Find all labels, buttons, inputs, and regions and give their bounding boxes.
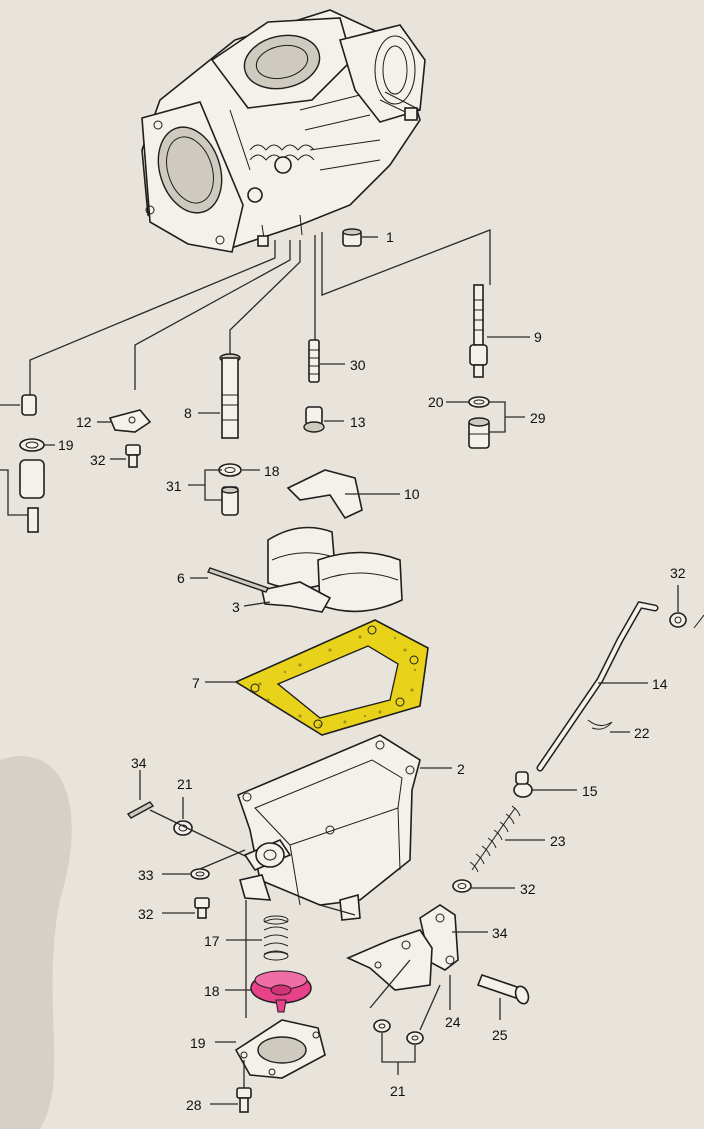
- part-21-washers-bottom: [373, 1019, 424, 1045]
- callout-16: 18: [204, 983, 220, 999]
- part-2-float-bowl: [237, 734, 421, 921]
- callout-20: 18: [264, 463, 280, 479]
- callout-31: 32: [138, 906, 154, 922]
- callout-10: 10: [404, 486, 420, 502]
- callout-19: 20: [428, 394, 444, 410]
- part-33-washer: [190, 868, 210, 880]
- callout-32-bottom: 32: [520, 881, 536, 897]
- part-24-bracket: [346, 929, 433, 991]
- callout-23: 22: [634, 725, 650, 741]
- callout-26: 29: [530, 410, 546, 426]
- part-31-screw: [194, 897, 210, 919]
- part-16-diaphragm: [250, 970, 312, 1013]
- callout-6: 6: [177, 570, 185, 586]
- callout-7: 7: [192, 675, 200, 691]
- callout-2: 2: [457, 761, 465, 777]
- callout-18: 19: [58, 437, 74, 453]
- part-34-pin-left: [126, 801, 155, 819]
- part-12-clip: [108, 409, 152, 433]
- part-19-o-ring: [468, 396, 490, 408]
- part-8-main-jet-holder: [219, 353, 241, 439]
- callout-21-bottom: 21: [390, 1083, 406, 1099]
- part-17-diaphragm-cover: [234, 1019, 326, 1079]
- callout-34-left: 34: [131, 755, 147, 771]
- callout-3: 3: [232, 599, 240, 615]
- callout-32-top: 32: [670, 565, 686, 581]
- part-29-screw: [236, 1087, 252, 1113]
- part-30-screw: [125, 444, 141, 468]
- part-7-float-bowl-gasket: [234, 619, 429, 736]
- part-13-choke-rod: [536, 601, 659, 772]
- part-26-jet-holder: [468, 417, 490, 449]
- part-10-bracket: [286, 469, 363, 520]
- callout-25: 25: [492, 1027, 508, 1043]
- part-15-spring: [263, 915, 289, 961]
- callout-8: 8: [184, 405, 192, 421]
- callout-13: 14: [652, 676, 668, 692]
- part-32-washer-top: [669, 612, 687, 628]
- callout-30: 32: [90, 452, 106, 468]
- part-25-pin: [476, 973, 530, 1005]
- callout-22: 23: [550, 833, 566, 849]
- carburetor-body: [141, 9, 426, 253]
- callout-12: 12: [76, 414, 92, 430]
- part-11-plug: [303, 406, 325, 433]
- callout-34-right: 34: [492, 925, 508, 941]
- part-27-pilot-screw: [308, 339, 320, 383]
- part-3-float: [261, 526, 403, 613]
- part-23-clip: [587, 719, 613, 730]
- callout-9: 9: [534, 329, 542, 345]
- part-28-jet: [221, 486, 239, 516]
- part-18-assembly: [19, 394, 45, 533]
- part-6-float-pin: [207, 567, 269, 593]
- part-9-needle-jet: [469, 284, 488, 378]
- callout-15: 17: [204, 933, 220, 949]
- callout-11: 13: [350, 414, 366, 430]
- callout-29: 28: [186, 1097, 202, 1113]
- part-22-spring: [469, 805, 521, 873]
- callout-28: 31: [166, 478, 182, 494]
- callout-33: 33: [138, 867, 154, 883]
- callout-21-top: 21: [177, 776, 193, 792]
- callout-1: 1: [386, 229, 394, 245]
- callout-27: 30: [350, 357, 366, 373]
- part-14-rod-end: [513, 771, 533, 798]
- part-32-washer-bottom: [452, 879, 472, 893]
- part-20-o-ring: [218, 463, 242, 477]
- callout-24: 24: [445, 1014, 461, 1030]
- part-1-cap: [342, 228, 378, 247]
- callout-14: 15: [582, 783, 598, 799]
- callout-17: 19: [190, 1035, 206, 1051]
